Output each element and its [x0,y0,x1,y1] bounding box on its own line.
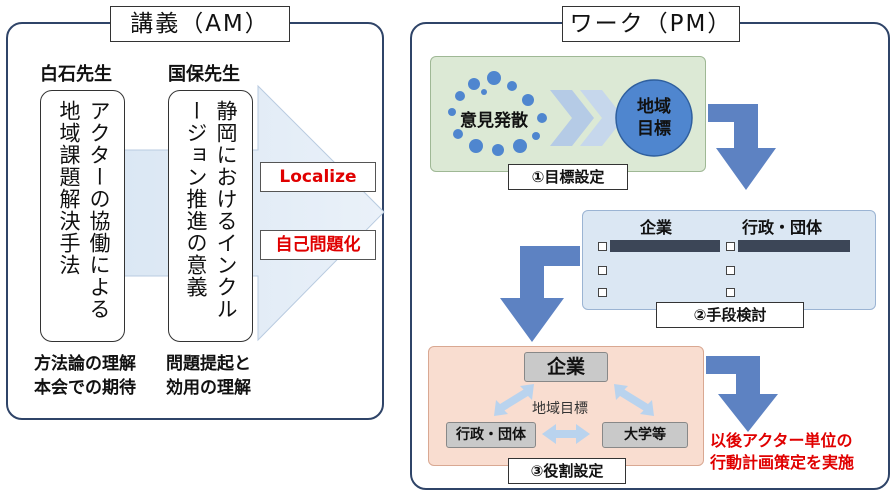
lecture-box-shiraishi-text: アクターの協働による地域課題解決手法 [57,100,111,320]
step3-university: 大学等 [602,422,688,448]
conclusion-text: 以後アクター単位の 行動計画策定を実施 [710,431,855,472]
step3-company: 企業 [524,352,608,382]
work-title: ワーク（PM） [562,6,740,42]
lecture-box-kokuho [168,90,253,342]
teacher-kokuho: 国保先生 [168,64,240,85]
step1-goal-label: 地域 目標 [637,97,671,139]
teacher-shiraishi: 白石先生 [40,64,112,85]
step3-government: 行政・団体 [446,422,536,448]
step2-checkbox [598,242,607,251]
step2-col-government: 行政・団体 [742,218,823,237]
step2-filled-bar [738,240,850,252]
step1-caption: ①目標設定 [508,164,628,190]
keyword-self-issue: 自己問題化 [260,230,376,260]
step2-filled-bar [610,240,720,252]
step3-goal-label: 地域目標 [532,401,588,417]
lecture-title: 講義（AM） [110,6,290,42]
step1-divergence-label: 意見発散 [460,111,528,131]
step2-checkbox [726,288,735,297]
lecture-outcome-left: 方法論の理解 本会での期待 [34,354,136,398]
step2-checkbox [598,266,607,275]
step2-col-company: 企業 [640,218,673,237]
step2-checkbox [726,266,735,275]
keyword-localize: Localize [260,162,376,192]
step2-checkbox [726,242,735,251]
lecture-box-shiraishi [40,90,125,342]
lecture-box-kokuho-text: 静岡におけるインクルージョン推進の意義 [184,100,238,320]
step2-checkbox [598,288,607,297]
lecture-outcome-right: 問題提起と 効用の理解 [166,354,251,398]
step3-caption: ③役割設定 [508,458,626,484]
step2-caption: ②手段検討 [656,302,804,328]
